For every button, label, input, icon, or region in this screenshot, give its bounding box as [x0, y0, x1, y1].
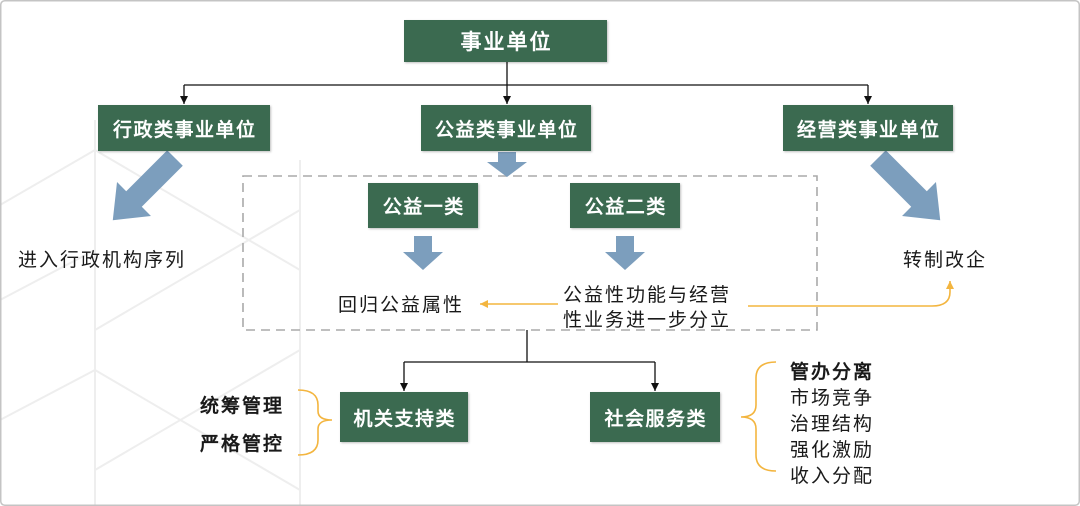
- accent-arrow-to-business-outcome: [748, 281, 954, 307]
- agency-support-note: 统筹管理: [200, 395, 285, 417]
- node-agency-support: 机关支持类: [340, 392, 468, 442]
- social-service-note: 收入分配: [790, 465, 875, 487]
- node-business: 经营类事业单位: [783, 105, 953, 151]
- social-service-note: 市场竞争: [790, 387, 875, 409]
- node-public-welfare-type2: 公益二类: [570, 183, 680, 228]
- down-arrow-public-welfare: [487, 152, 527, 177]
- type1-outcome: 回归公益属性: [338, 294, 465, 316]
- administrative-outcome: 进入行政机构序列: [18, 249, 187, 271]
- node-public-welfare-type1: 公益一类: [368, 183, 478, 228]
- agency-support-note: 严格管控: [200, 433, 285, 455]
- node-administrative: 行政类事业单位: [98, 105, 270, 151]
- brace-agency-support: [297, 389, 333, 456]
- root-node: 事业单位: [404, 20, 607, 62]
- social-service-note: 治理结构: [790, 413, 875, 435]
- diagonal-arrow-administrative: [95, 141, 192, 238]
- public-welfare-group-frame: [242, 175, 818, 331]
- bottom-connectors: [400, 330, 659, 391]
- node-public-welfare: 公益类事业单位: [421, 105, 591, 151]
- down-arrow-type2: [605, 236, 645, 270]
- brace-social-service: [740, 361, 777, 472]
- business-outcome: 转制改企: [903, 249, 988, 271]
- top-connectors: [180, 62, 872, 104]
- down-arrow-type1: [403, 236, 443, 270]
- node-social-service: 社会服务类: [590, 392, 720, 442]
- diagonal-arrow-business: [861, 141, 958, 238]
- social-service-note-heading: 管办分离: [790, 361, 875, 383]
- social-service-note: 强化激励: [790, 439, 875, 461]
- background-pattern: [0, 120, 301, 506]
- type2-outcome-line: 性业务进一步分立: [563, 309, 732, 331]
- type2-outcome-line: 公益性功能与经营: [563, 284, 732, 306]
